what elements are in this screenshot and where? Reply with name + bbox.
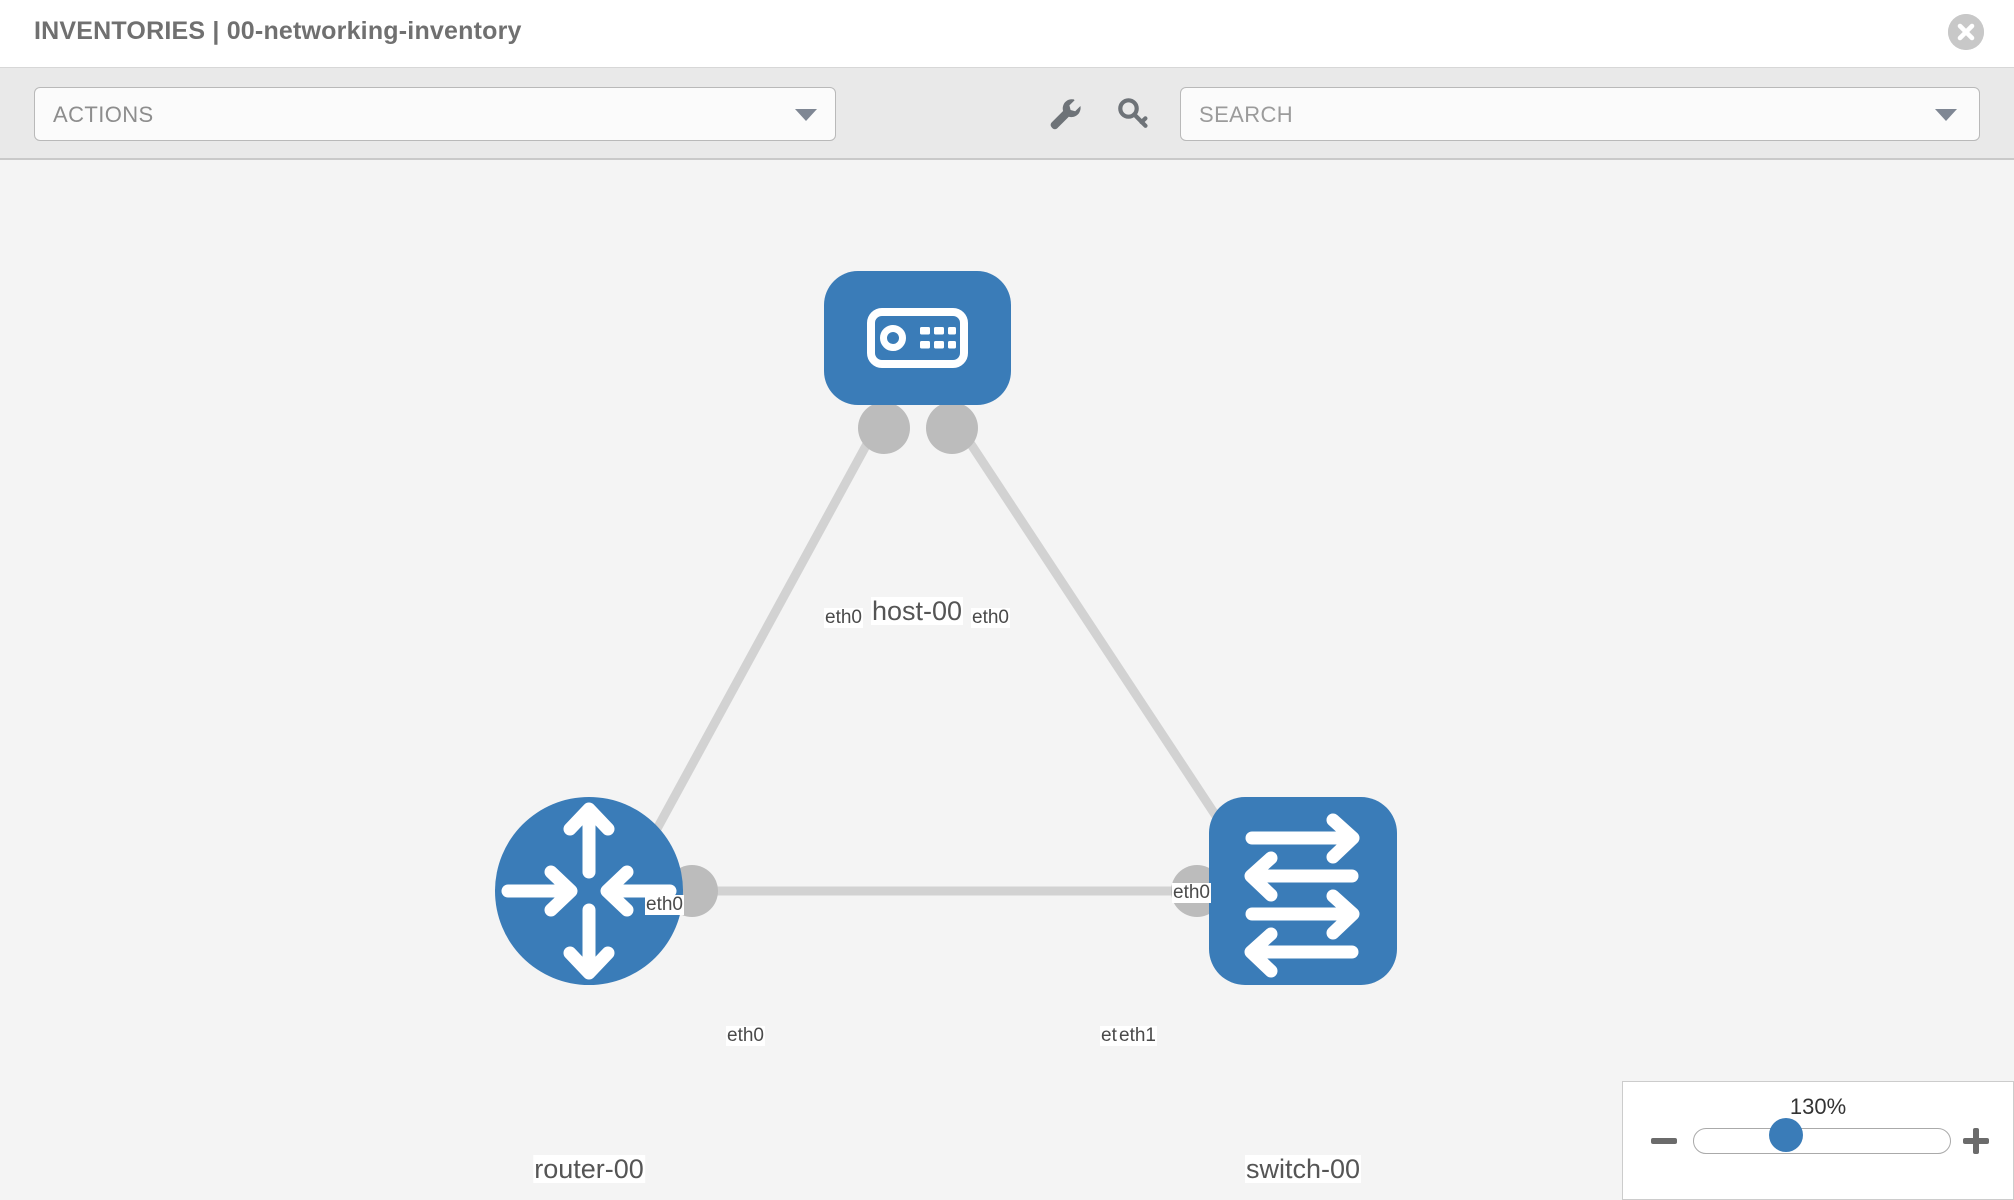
interface-label: eth1 [1118,1025,1157,1046]
topology-endpoints [666,402,1263,917]
interface-label: eth0 [1172,882,1211,903]
actions-dropdown-label: ACTIONS [53,102,154,127]
actions-dropdown[interactable]: ACTIONS [34,87,836,141]
node-label-router-00: router-00 [533,1154,645,1184]
interface-label: eth0 [971,607,1010,628]
endpoint-dot [858,402,910,454]
link-host-router [636,417,884,863]
link-host-switch [951,417,1249,863]
endpoint-dot [926,402,978,454]
zoom-slider-thumb[interactable] [1769,1118,1803,1152]
interface-label: eth0 [824,607,863,628]
search-input[interactable]: SEARCH [1180,87,1980,141]
node-label-host-00: host-00 [870,596,964,626]
zoom-level-label: 130% [1789,1094,1847,1119]
close-icon[interactable] [1948,14,1984,50]
node-switch-00[interactable] [1209,797,1397,985]
interface-label: eth0 [726,1025,765,1046]
toolbar: ACTIONS SEARCH [0,68,2014,160]
node-router-00[interactable] [495,797,683,985]
zoom-control: 130% [1622,1081,2014,1200]
topology-links [636,417,1249,896]
page-header: INVENTORIES | 00-networking-inventory [0,0,2014,68]
search-placeholder: SEARCH [1199,102,1294,127]
interface-label: eth0 [645,894,684,915]
chevron-down-icon [795,109,817,121]
zoom-slider-track[interactable] [1693,1128,1951,1154]
chevron-down-icon[interactable] [1935,109,1957,121]
minus-icon[interactable] [1649,1126,1679,1156]
topology-graph [495,271,1397,985]
plus-icon[interactable] [1961,1126,1991,1156]
node-label-switch-00: switch-00 [1244,1154,1362,1184]
topology-canvas[interactable]: eth0 eth0 eth0 eth0 eth0 eth eth1 host-0… [0,160,2014,1200]
page-title: INVENTORIES | 00-networking-inventory [34,17,522,45]
key-icon[interactable] [1111,92,1155,136]
wrench-icon[interactable] [1043,92,1087,136]
node-host-00[interactable] [824,271,1011,405]
